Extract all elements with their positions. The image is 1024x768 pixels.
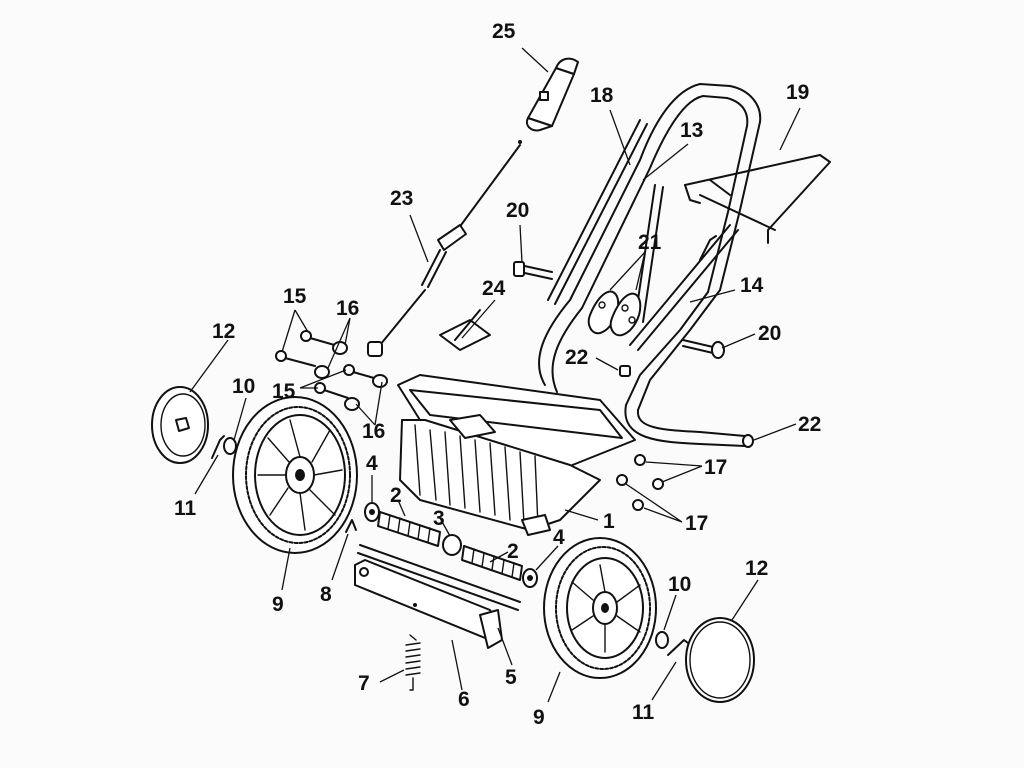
callout-12-left: 12	[212, 320, 235, 343]
washers-16-lower	[344, 374, 388, 411]
bolt-20-lower	[682, 339, 725, 359]
wheel-9-right	[543, 537, 657, 679]
leader-lines	[189, 47, 801, 703]
callout-15-lower: 15	[272, 380, 296, 403]
callout-2-right: 2	[507, 540, 519, 563]
callout-25: 25	[492, 20, 516, 43]
callout-24: 24	[482, 277, 506, 300]
callout-13: 13	[680, 119, 703, 142]
callout-4-left: 4	[366, 452, 378, 475]
hubcap-12-right	[685, 617, 755, 703]
handle-lower-part	[624, 289, 754, 448]
callout-22-lower: 22	[798, 413, 821, 436]
callout-16-upper: 16	[336, 297, 359, 320]
callout-17-lower: 17	[685, 512, 708, 535]
bearing-4-right	[522, 568, 538, 588]
gear-2-right	[461, 545, 523, 581]
callout-4-right: 4	[553, 526, 565, 549]
callout-11-left: 11	[174, 497, 197, 520]
callout-14: 14	[740, 274, 764, 297]
cotter-pin-11-left	[211, 435, 225, 459]
washer-10-left	[223, 437, 237, 455]
cable-23	[367, 144, 521, 357]
hubcap-12-left	[151, 386, 209, 464]
bolts-15-lower	[314, 364, 375, 399]
control-lever-19	[684, 154, 831, 244]
callout-8: 8	[320, 583, 332, 606]
callout-19: 19	[786, 81, 809, 104]
spring-7	[405, 634, 421, 691]
washer-10-right	[655, 631, 669, 649]
bolt-20-upper	[513, 261, 553, 280]
clip-8	[345, 519, 357, 533]
callout-21: 21	[638, 231, 662, 254]
hopper-1	[397, 374, 636, 536]
handle-tube-14	[629, 224, 739, 351]
spacer-3	[442, 534, 462, 556]
cotter-pin-11-right	[667, 639, 689, 656]
callout-12-right: 12	[745, 557, 768, 580]
bracket-6	[354, 559, 503, 649]
handle-upper-part	[538, 83, 762, 393]
callout-23: 23	[390, 187, 413, 210]
handle-tube-13	[547, 119, 664, 323]
callout-10-right: 10	[668, 573, 691, 596]
callout-2-left: 2	[390, 484, 402, 507]
callout-18: 18	[590, 84, 614, 107]
bearing-4-left	[364, 502, 380, 522]
callout-10-left: 10	[232, 375, 255, 398]
callout-6: 6	[458, 688, 470, 711]
wheel-9-left	[232, 396, 358, 554]
callout-3: 3	[433, 507, 445, 530]
callout-17-upper: 17	[704, 456, 727, 479]
callout-5: 5	[505, 666, 517, 689]
callout-16-lower: 16	[362, 420, 385, 443]
agitator-24	[439, 309, 491, 351]
callout-9-left: 9	[272, 593, 284, 616]
control-knob-25	[518, 57, 579, 144]
washers-16-upper	[314, 341, 348, 379]
bolts-15-upper	[275, 330, 339, 367]
nuts-17	[616, 454, 664, 511]
callout-11-right: 11	[632, 701, 655, 724]
cap-22-upper	[619, 365, 631, 377]
callout-9-right: 9	[533, 706, 545, 729]
callout-22-upper: 22	[565, 346, 588, 369]
callout-15-upper: 15	[283, 285, 307, 308]
clamp-plates-21	[587, 290, 642, 337]
axle	[357, 544, 521, 611]
callout-20-upper: 20	[506, 199, 529, 222]
callout-7: 7	[358, 672, 370, 695]
gear-2-left	[377, 511, 441, 547]
callout-1: 1	[603, 510, 615, 533]
callout-20-lower: 20	[758, 322, 781, 345]
